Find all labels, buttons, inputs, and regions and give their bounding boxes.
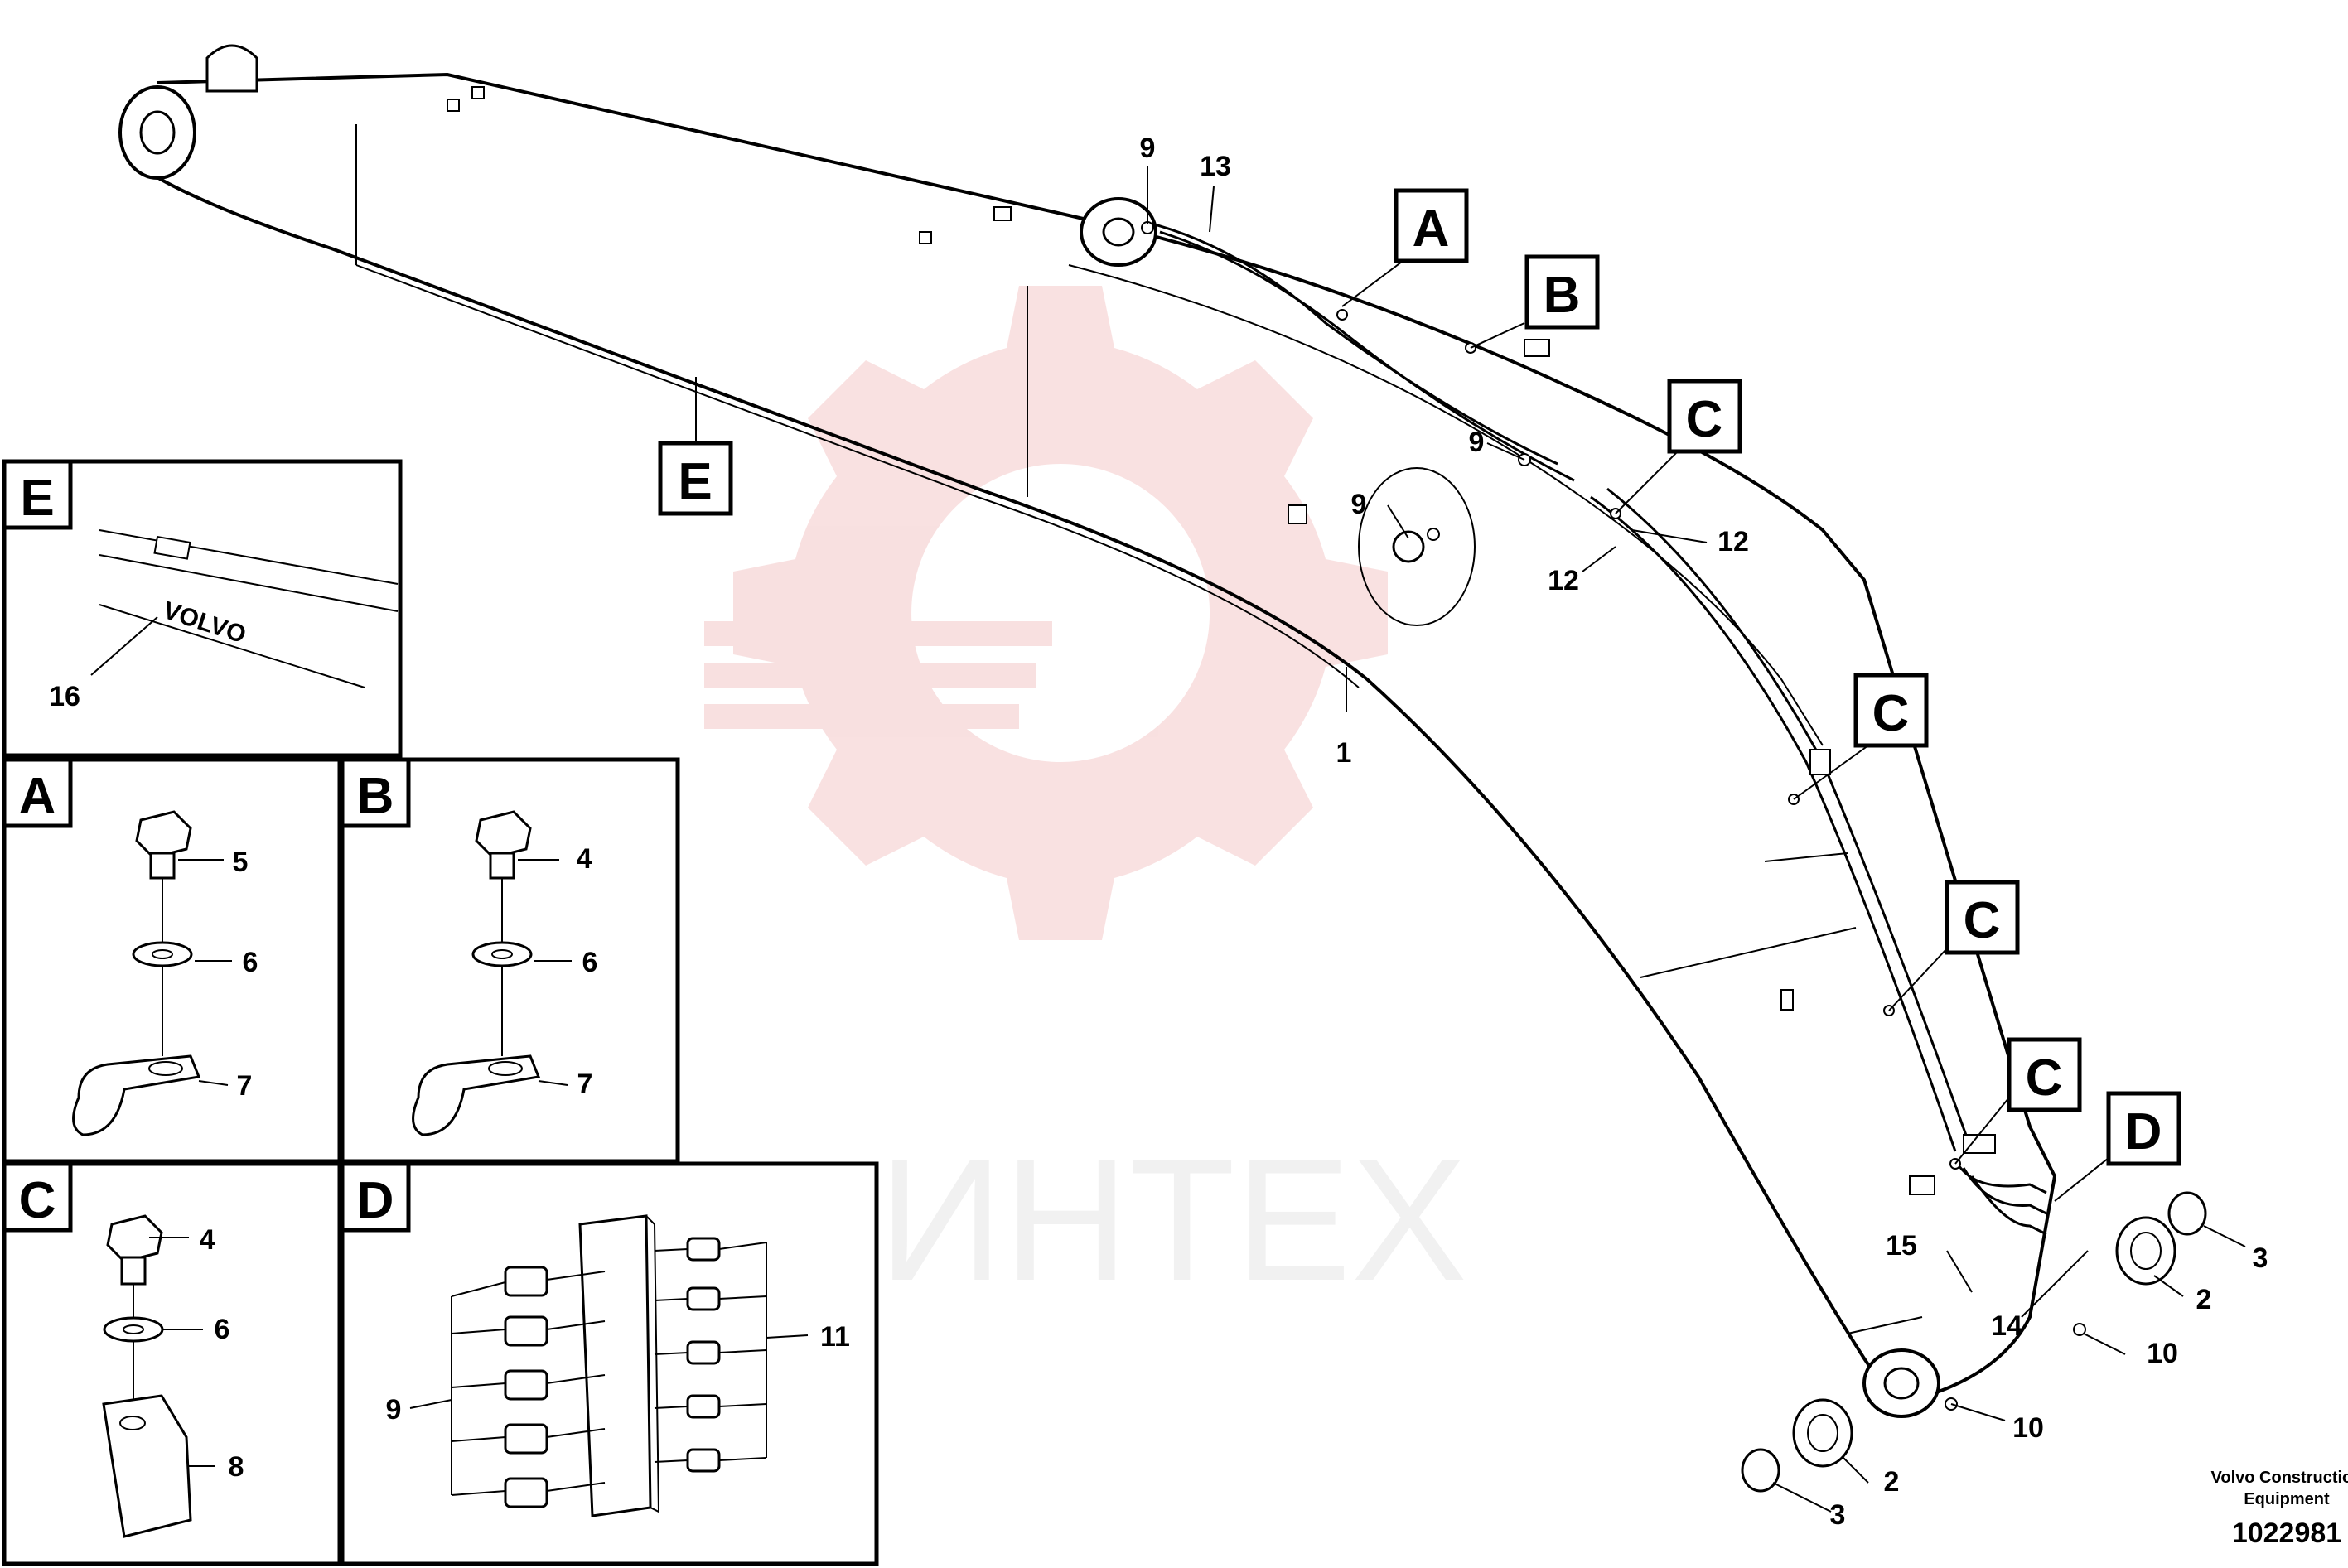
callout: 13 — [1200, 151, 1231, 182]
callout: 9 — [1469, 427, 1485, 458]
watermark-text: ИНТЕХ — [878, 1122, 1467, 1317]
bolt-shank — [120, 1256, 147, 1286]
bolt-shank — [149, 852, 176, 880]
inset-label: E — [20, 470, 54, 527]
boom-foot-pin-hole — [139, 110, 176, 155]
brand-line-1: Volvo Construction — [2211, 1469, 2348, 1487]
bolt-head — [106, 1214, 163, 1263]
detail-marker-C: C — [1667, 379, 1742, 454]
washer — [103, 1316, 164, 1343]
detail-marker-C: C — [1853, 673, 1929, 748]
bolt-head — [135, 810, 192, 859]
callout: 7 — [577, 1069, 593, 1100]
inset-E: E VOLVO 16 — [2, 459, 403, 758]
callout: 10 — [2147, 1338, 2178, 1369]
svg-text:C: C — [1686, 391, 1723, 448]
callout: 6 — [215, 1314, 230, 1345]
inset-label: B — [357, 768, 394, 825]
brand-line-2: Equipment — [2244, 1490, 2330, 1508]
svg-text:B: B — [1544, 267, 1581, 324]
manifold-block — [578, 1214, 652, 1517]
side-plate-disc — [1358, 467, 1476, 626]
callout: 2 — [1884, 1466, 1900, 1498]
detail-marker-E: E — [658, 441, 733, 516]
leader-lines — [695, 166, 2246, 1513]
detail-marker-C: C — [1945, 880, 2020, 955]
svg-text:C: C — [1964, 892, 2001, 949]
svg-text:D: D — [2125, 1103, 2162, 1160]
detail-marker-B: B — [1524, 254, 1600, 330]
bolt-head — [475, 810, 532, 859]
callout: 5 — [233, 847, 249, 878]
inset-C: C 4 6 8 — [2, 1161, 342, 1566]
callout: 16 — [49, 681, 80, 712]
callout: 4 — [200, 1224, 215, 1256]
callout: 4 — [577, 843, 592, 875]
bushing — [1792, 1398, 1853, 1468]
callout: 8 — [229, 1451, 244, 1483]
bushing — [2115, 1216, 2176, 1286]
callout: 9 — [386, 1394, 402, 1426]
seal-ring — [2167, 1191, 2207, 1236]
watermark-stripe — [704, 704, 1019, 729]
callout: 9 — [1140, 133, 1156, 164]
callout: 2 — [2196, 1284, 2212, 1315]
callout: 6 — [243, 947, 258, 978]
title-block: Volvo Construction Equipment 1022981 — [2211, 1469, 2348, 1549]
callout: 3 — [1830, 1499, 1846, 1531]
detail-marker-A: A — [1394, 188, 1469, 263]
part-number: 1022981 — [2232, 1517, 2341, 1549]
inset-label: C — [19, 1172, 56, 1229]
watermark-stripe — [704, 621, 1052, 646]
fittings-right — [654, 1237, 767, 1473]
fittings-left — [451, 1266, 606, 1508]
inset-label: A — [19, 768, 56, 825]
inset-A: A 5 6 7 — [2, 757, 342, 1164]
inset-D: D — [340, 1161, 879, 1566]
svg-text:E: E — [678, 453, 712, 510]
callout: 12 — [1718, 526, 1749, 557]
callout: 6 — [582, 947, 598, 978]
callout: 3 — [2253, 1242, 2268, 1274]
callout: 15 — [1886, 1230, 1917, 1262]
svg-text:C: C — [1872, 685, 1910, 742]
detail-marker-C: C — [2007, 1037, 2082, 1112]
seal-ring — [1741, 1448, 1780, 1493]
boom-top-lug — [205, 44, 258, 93]
detail-marker-D: D — [2106, 1091, 2181, 1166]
cylinder-mount-hole — [1102, 217, 1135, 247]
side-plate-boss — [1392, 530, 1425, 563]
bolt-shank — [489, 852, 515, 880]
watermark-stripe — [704, 663, 1036, 688]
callout: 11 — [820, 1321, 850, 1353]
watermark: ИНТЕХ — [704, 286, 1467, 1317]
callout: 9 — [1351, 489, 1367, 520]
washer — [132, 941, 193, 967]
inset-B: B 4 6 7 — [340, 757, 680, 1164]
svg-text:C: C — [2026, 1049, 2063, 1107]
callout: 10 — [2012, 1412, 2044, 1444]
callout: 14 — [1991, 1310, 2022, 1342]
callout: 7 — [237, 1070, 253, 1102]
inset-label: D — [357, 1172, 394, 1229]
watermark-gear — [733, 286, 1388, 940]
svg-text:A: A — [1413, 200, 1450, 258]
callout-numbers: 9 13 9 9 12 12 1 15 14 10 10 2 2 3 3 — [1140, 133, 2268, 1531]
arm-tip-pin-hole — [1883, 1367, 1920, 1400]
washer — [471, 941, 533, 967]
callout: 1 — [1336, 737, 1352, 769]
boom-assembly — [118, 44, 2207, 1493]
clip — [102, 1394, 192, 1538]
callout: 12 — [1548, 565, 1579, 596]
